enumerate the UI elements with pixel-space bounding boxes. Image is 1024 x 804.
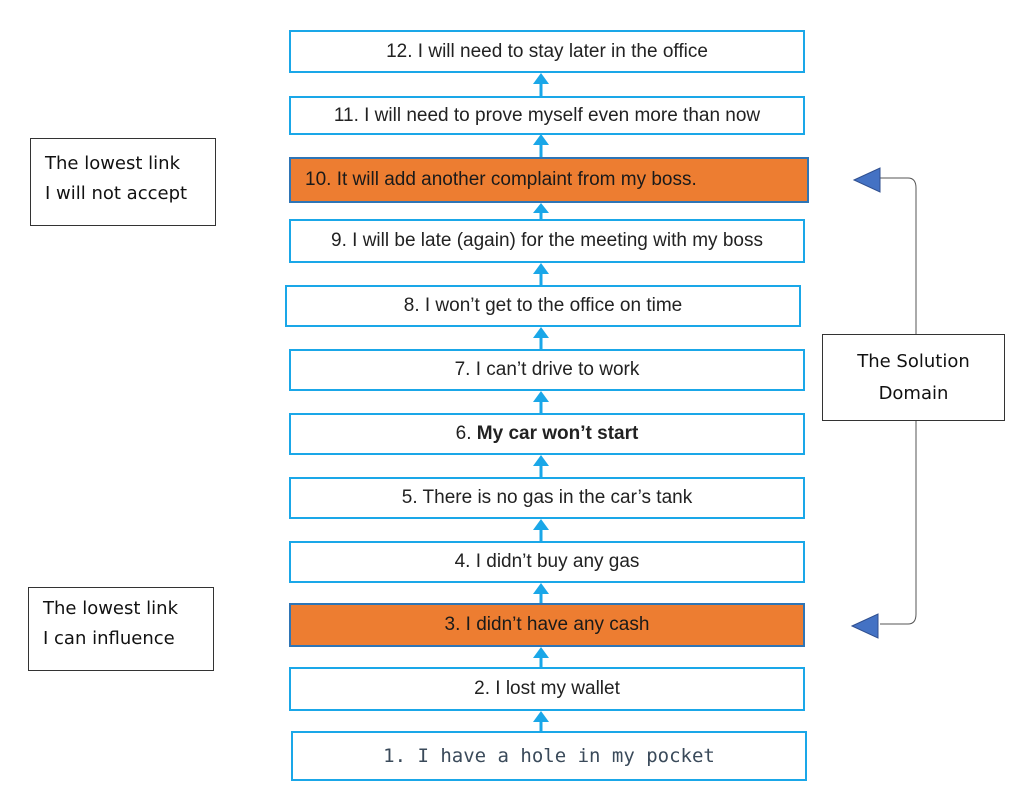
chain-link-1: 1. I have a hole in my pocket <box>291 731 807 781</box>
chain-link-6: 6. My car won’t start <box>289 413 805 455</box>
arrow-10-to-11 <box>533 134 549 158</box>
arrow-7-to-8 <box>533 327 549 350</box>
chain-link-12: 12. I will need to stay later in the off… <box>289 30 805 73</box>
note-influence-line-1: The lowest link <box>43 598 178 619</box>
note-accept-line-1: The lowest link <box>45 153 180 174</box>
chain-link-9: 9. I will be late (again) for the meetin… <box>289 219 805 263</box>
chain-link-6-bold: My car won’t start <box>476 423 639 444</box>
arrow-8-to-9 <box>533 263 549 286</box>
arrow-11-to-12 <box>533 73 549 97</box>
solution-domain-bracket <box>850 167 917 639</box>
chain-link-5: 5. There is no gas in the car’s tank <box>289 477 805 519</box>
solution-domain-label: The Solution Domain <box>822 334 1005 421</box>
chain-link-8: 8. I won’t get to the office on time <box>285 285 801 327</box>
pointer-to-link-10 <box>852 167 881 193</box>
chain-link-6-prefix: 6. <box>455 423 477 444</box>
arrow-2-to-3 <box>533 647 549 668</box>
chain-link-2: 2. I lost my wallet <box>289 667 805 711</box>
note-accept-line-2: I will not accept <box>45 183 188 204</box>
arrow-6-to-7 <box>533 391 549 414</box>
chain-link-11: 11. I will need to prove myself even mor… <box>289 96 805 135</box>
note-influence-line-2: I can influence <box>43 628 175 649</box>
arrow-5-to-6 <box>533 455 549 478</box>
solution-domain-line-2: Domain <box>878 382 949 404</box>
note-lowest-link-can-influence: The lowest link I can influence <box>28 587 214 671</box>
solution-domain-line-1: The Solution <box>857 350 970 372</box>
arrow-4-to-5 <box>533 519 549 542</box>
chain-link-4: 4. I didn’t buy any gas <box>289 541 805 583</box>
arrow-1-to-2 <box>533 711 549 732</box>
chain-link-3: 3. I didn’t have any cash <box>289 603 805 647</box>
chain-link-10: 10. It will add another complaint from m… <box>289 157 809 203</box>
arrow-3-to-4 <box>533 583 549 604</box>
arrow-9-to-10 <box>533 203 549 220</box>
pointer-to-link-3 <box>850 613 879 639</box>
chain-link-7: 7. I can’t drive to work <box>289 349 805 391</box>
note-lowest-link-not-accept: The lowest link I will not accept <box>30 138 216 226</box>
